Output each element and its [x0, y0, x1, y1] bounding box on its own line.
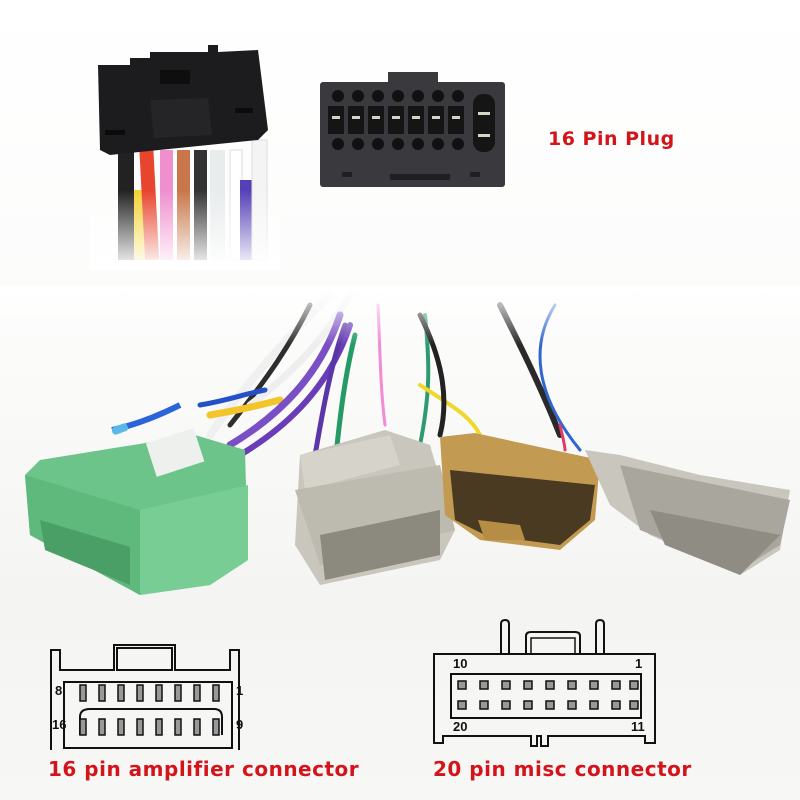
plug-face-illustration	[320, 72, 505, 187]
grey-connector-left	[295, 430, 455, 585]
amp-pin-9: 9	[236, 717, 244, 732]
tan-20-pin-connector	[440, 433, 600, 550]
amp-connector-diagram: 8 1 16 9	[50, 644, 250, 750]
label-16-pin-amplifier-connector: 16 pin amplifier connector	[48, 757, 360, 781]
amp-pin-8: 8	[55, 683, 63, 698]
black-plug-illustration	[90, 45, 280, 270]
misc-connector-outline	[433, 618, 656, 747]
amp-pin-16: 16	[52, 717, 67, 732]
black-plug-with-wires	[90, 40, 280, 270]
misc-pin-20: 20	[453, 719, 468, 734]
label-20-pin-misc-connector: 20 pin misc connector	[433, 757, 692, 781]
green-16-pin-connector	[25, 402, 248, 595]
grey-connector-right	[585, 450, 790, 575]
label-16-pin-plug: 16 Pin Plug	[548, 128, 675, 150]
wire-harness-illustration	[0, 285, 800, 595]
misc-pin-11: 11	[631, 719, 645, 734]
amp-pin-1: 1	[236, 683, 244, 698]
connectors-photo	[0, 285, 800, 605]
amp-connector-outline	[50, 644, 240, 750]
misc-pin-10: 10	[453, 656, 468, 671]
misc-pin-1: 1	[635, 656, 643, 671]
plug-face-16-pin	[320, 72, 510, 187]
misc-connector-diagram: 10 1 20 11	[433, 618, 658, 748]
